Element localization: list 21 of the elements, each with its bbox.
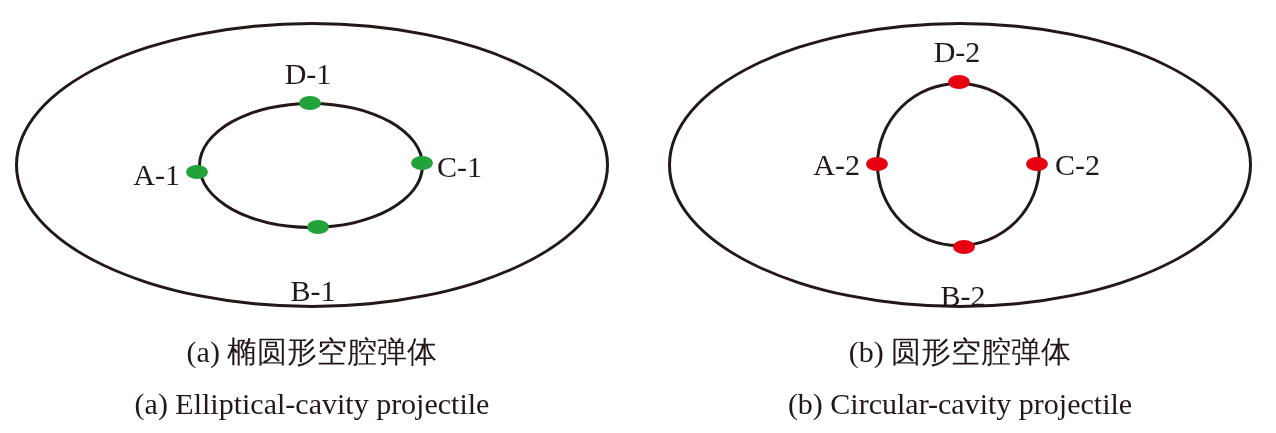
point-marker — [186, 165, 208, 179]
point-marker — [299, 96, 321, 110]
point-label: C-2 — [1055, 148, 1100, 182]
point-marker — [948, 75, 970, 89]
point-label: A-1 — [133, 158, 180, 192]
point-label: D-1 — [284, 57, 332, 91]
point-marker — [1026, 157, 1048, 171]
point-label: D-2 — [933, 35, 981, 69]
point-label: C-1 — [437, 150, 482, 184]
caption: (b) Circular-cavity projectile — [787, 387, 1133, 421]
point-marker — [411, 156, 433, 170]
point-marker — [307, 220, 329, 234]
outer-ellipse — [668, 22, 1252, 308]
point-marker — [953, 240, 975, 254]
caption: (b) 圆形空腔弹体 — [848, 335, 1072, 369]
point-label: A-2 — [813, 148, 860, 182]
caption: (a) 椭圆形空腔弹体 — [186, 335, 438, 369]
caption: (a) Elliptical-cavity projectile — [134, 387, 490, 421]
outer-ellipse — [15, 22, 609, 308]
point-label: B-1 — [290, 274, 336, 308]
point-marker — [866, 157, 888, 171]
